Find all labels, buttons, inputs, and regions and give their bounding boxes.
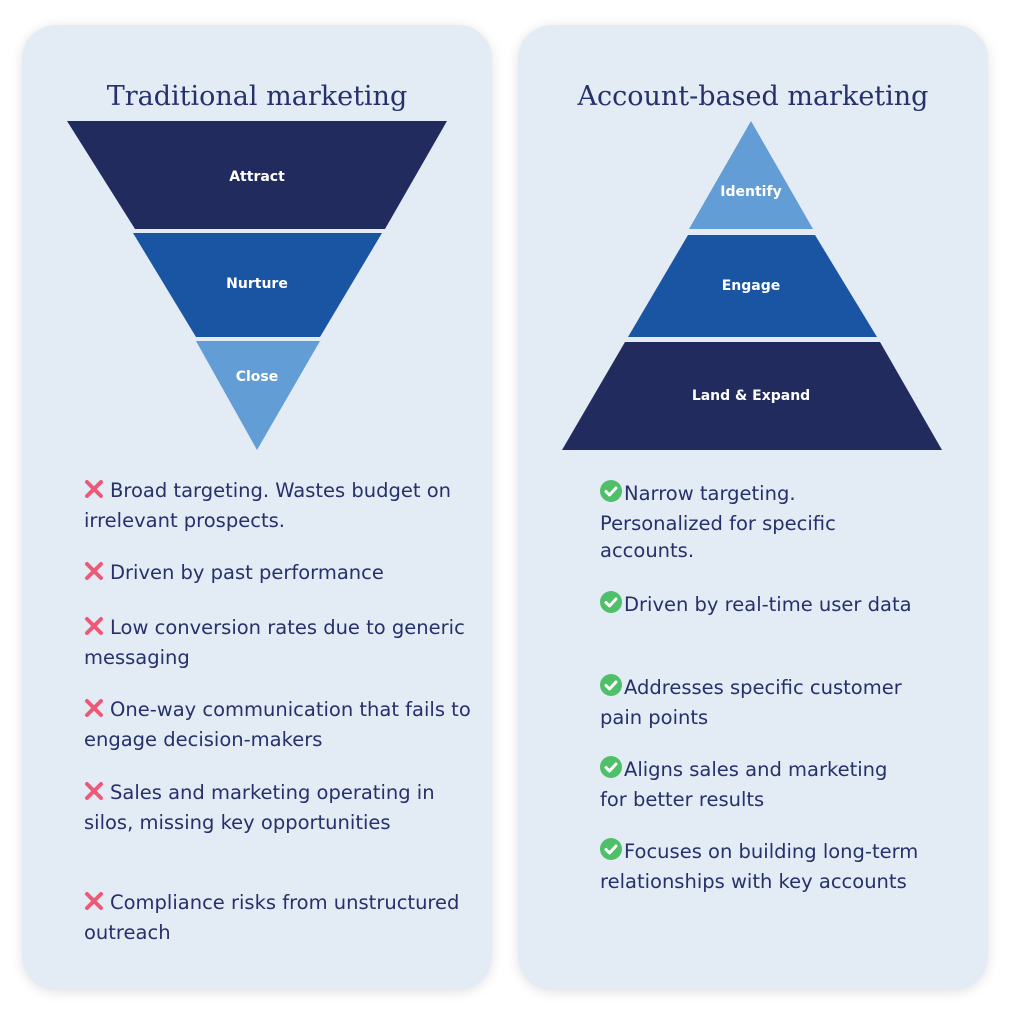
con-item: Compliance risks from unstructured outre…	[84, 889, 474, 946]
stage-label: Land & Expand	[692, 388, 810, 404]
check-circle-icon	[600, 756, 622, 786]
con-item: Driven by past performance	[84, 559, 474, 589]
stage-label: Attract	[229, 169, 285, 185]
item-text: Broad targeting. Wastes budget on irrele…	[84, 479, 452, 532]
con-item: Broad targeting. Wastes budget on irrele…	[84, 477, 474, 534]
pro-item: Driven by real-time user data	[600, 591, 920, 621]
cross-icon	[84, 781, 104, 809]
card-title: Account-based marketing	[577, 81, 929, 112]
check-circle-icon	[600, 838, 622, 868]
stage-label: Nurture	[226, 276, 288, 292]
funnel-diagram: Attract Nurture Close	[67, 121, 447, 450]
item-text: One-way communication that fails to enga…	[84, 698, 471, 751]
stage-label: Engage	[722, 278, 781, 294]
pyramid-engage	[628, 235, 877, 337]
con-item: Sales and marketing operating in silos, …	[84, 779, 474, 836]
item-text: Low conversion rates due to generic mess…	[84, 616, 465, 669]
item-text: Addresses specific customer pain points	[600, 676, 902, 729]
pro-item: Addresses specific customer pain points	[600, 674, 920, 731]
item-text: Driven by past performance	[110, 561, 384, 584]
pro-item: Focuses on building long-term relationsh…	[600, 838, 920, 895]
cross-icon	[84, 561, 104, 589]
pro-item: Aligns sales and marketing for better re…	[600, 756, 920, 813]
cross-icon	[84, 616, 104, 644]
item-text: Compliance risks from unstructured outre…	[84, 891, 460, 944]
funnel-nurture	[133, 233, 382, 337]
item-text: Driven by real-time user data	[624, 593, 912, 616]
check-circle-icon	[600, 480, 622, 510]
check-circle-icon	[600, 591, 622, 621]
cross-icon	[84, 698, 104, 726]
funnel-close	[196, 341, 320, 450]
con-item: One-way communication that fails to enga…	[84, 696, 474, 753]
cross-icon	[84, 891, 104, 919]
abm-card: Account-based marketing Identify Engage …	[518, 25, 988, 990]
pyramid-diagram: Identify Engage Land & Expand	[562, 121, 942, 450]
item-text: Aligns sales and marketing for better re…	[600, 758, 888, 811]
item-text: Narrow targeting. Personalized for speci…	[600, 482, 836, 562]
pyramid-identify	[689, 121, 813, 229]
cross-icon	[84, 479, 104, 507]
funnel-attract	[67, 121, 447, 229]
con-item: Low conversion rates due to generic mess…	[84, 614, 474, 671]
check-circle-icon	[600, 674, 622, 704]
pyramid-land-expand	[562, 342, 942, 450]
stage-label: Close	[236, 369, 279, 385]
item-text: Focuses on building long-term relationsh…	[600, 840, 919, 893]
stage-label: Identify	[720, 184, 781, 200]
traditional-marketing-card: Traditional marketing Attract Nurture Cl…	[22, 25, 492, 990]
pro-item: Narrow targeting. Personalized for speci…	[600, 480, 920, 565]
card-title: Traditional marketing	[106, 81, 408, 112]
item-text: Sales and marketing operating in silos, …	[84, 781, 435, 834]
